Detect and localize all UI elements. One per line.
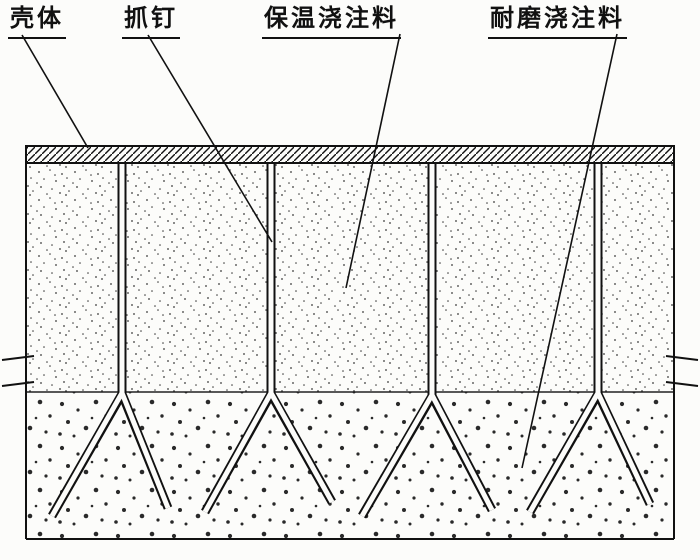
anchor-stud-3	[358, 162, 496, 519]
leader-shell	[21, 34, 89, 149]
anchor-stud-4	[526, 162, 655, 515]
break-mark-left	[1, 355, 35, 387]
break-mark-right	[665, 355, 699, 387]
label-insulating-castable: 保温浇注料	[262, 6, 401, 39]
anchor-stud-2	[201, 162, 336, 515]
wear-castable-region	[26, 392, 674, 539]
leader-wear-castable	[521, 33, 618, 469]
shell-strip	[25, 145, 675, 164]
label-wear-castable: 耐磨浇注料	[488, 6, 627, 39]
leader-lines	[21, 33, 618, 469]
label-shell: 壳体	[8, 6, 66, 39]
leader-anchor-stud	[147, 34, 273, 243]
leader-insulating-castable	[345, 33, 401, 289]
label-anchor-stud: 抓钉	[122, 6, 180, 39]
anchor-stud-1	[48, 162, 173, 519]
insulating-castable-region	[26, 163, 674, 392]
